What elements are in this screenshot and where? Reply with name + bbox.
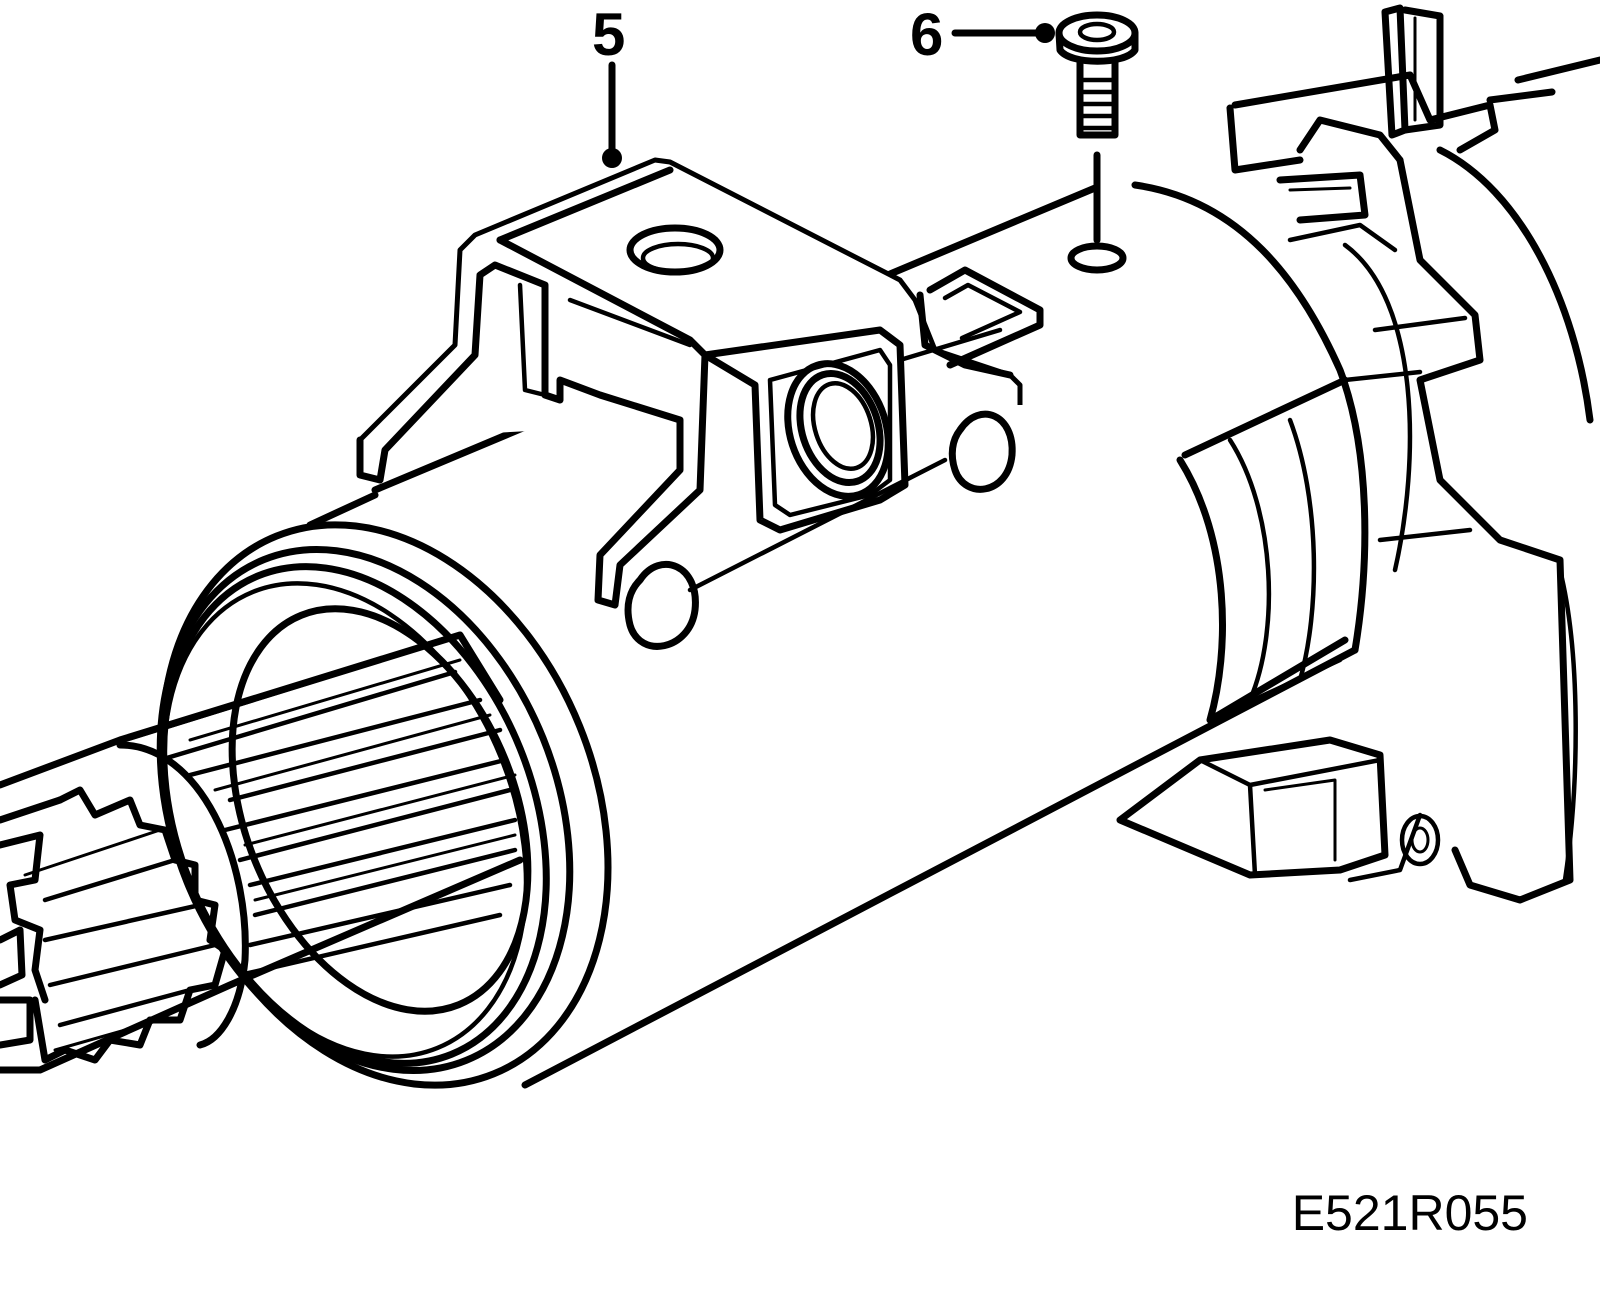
- callout-5-dot: [602, 148, 622, 168]
- callout-6: 6: [910, 1, 1055, 68]
- callout-6-label: 6: [910, 1, 943, 68]
- callout-5-label: 5: [592, 1, 625, 68]
- screw: [1055, 11, 1139, 274]
- figure-reference-code: E521R055: [1291, 1185, 1528, 1241]
- column-housing: [1116, 4, 1600, 904]
- callout-6-dot: [1035, 23, 1055, 43]
- callout-5: 5: [592, 1, 625, 168]
- splined-shaft: [0, 631, 524, 1074]
- mounting-bracket: [356, 157, 1044, 650]
